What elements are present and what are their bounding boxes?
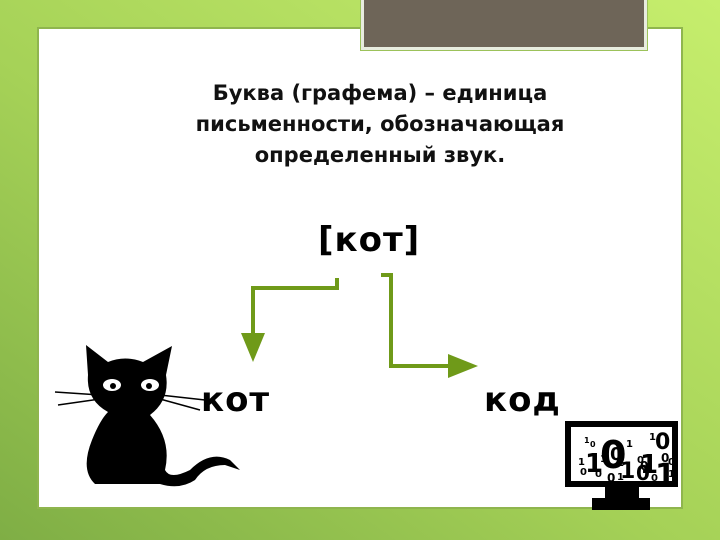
- binary-digit: 0: [607, 471, 615, 485]
- binary-digit: 0: [636, 461, 650, 485]
- binary-digit: 0: [668, 457, 675, 468]
- title-placeholder-box: [360, 0, 648, 51]
- binary-digit: 1: [668, 469, 675, 480]
- arrow-to-kod: [381, 273, 478, 378]
- binary-digit: 0: [640, 459, 648, 473]
- binary-digit: 0: [651, 473, 658, 484]
- transcription: [кот]: [318, 220, 421, 260]
- binary-digit: 1: [600, 454, 607, 465]
- binary-digit: 0: [610, 444, 623, 465]
- binary-digit: 1: [626, 439, 633, 450]
- cat-icon: [54, 345, 240, 487]
- binary-digit: 1: [655, 458, 676, 493]
- binary-digit: 1: [620, 459, 635, 484]
- binary-digit: 0: [600, 433, 626, 477]
- binary-digit: 0: [637, 455, 644, 466]
- binary-digit: 0: [580, 467, 587, 478]
- binary-digit: 0: [590, 440, 596, 449]
- binary-digit: 1: [649, 432, 656, 443]
- arrow-to-kot: [241, 278, 339, 362]
- word-kot: кот: [201, 380, 271, 420]
- binary-digit: 1: [617, 458, 624, 469]
- binary-digit: 1: [584, 436, 590, 445]
- binary-digit: 1: [640, 450, 658, 480]
- binary-digit: 1: [617, 472, 624, 483]
- binary-digit: 0: [595, 469, 602, 480]
- binary-digit: 0: [661, 451, 669, 465]
- binary-digit: 1: [585, 449, 603, 479]
- binary-digit: 0: [655, 430, 670, 455]
- definition-text: Буква (графема) – единица письменности, …: [195, 81, 565, 167]
- binary-digit: 1: [578, 457, 585, 468]
- word-kod: код: [484, 380, 561, 420]
